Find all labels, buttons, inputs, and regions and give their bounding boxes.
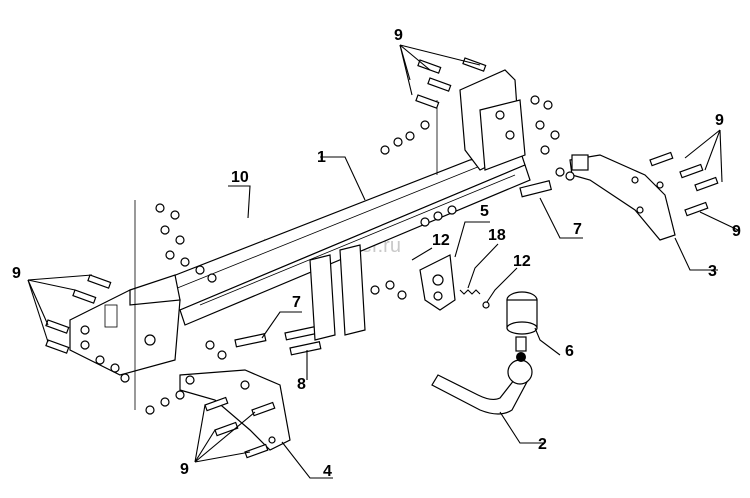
right-mounting-plate	[436, 69, 526, 175]
label-6: 6	[565, 343, 574, 360]
socket-bracket-part-5	[419, 254, 456, 311]
spring-part-18	[459, 289, 490, 309]
bolts-part-9	[45, 57, 719, 459]
label-2: 2	[538, 436, 547, 453]
lower-bracket-part-4	[179, 369, 291, 451]
label-9a: 9	[394, 27, 403, 44]
label-12b: 12	[513, 253, 531, 270]
crossbar-supports	[309, 244, 366, 341]
label-9d: 9	[12, 265, 21, 282]
label-1: 1	[317, 149, 326, 166]
label-18: 18	[488, 227, 506, 244]
crossbar-part-1	[149, 149, 531, 326]
label-9e: 9	[180, 461, 189, 478]
fasteners	[95, 95, 575, 415]
bolts-part-8	[234, 180, 553, 356]
label-7b: 7	[292, 294, 301, 311]
left-mounting-plate	[69, 200, 181, 410]
label-12a: 12	[432, 232, 450, 249]
tow-ball-part-2	[431, 336, 533, 415]
label-8: 8	[297, 376, 306, 393]
label-5: 5	[480, 203, 489, 220]
label-9c: 9	[732, 223, 741, 240]
ball-cap-part-6	[506, 291, 538, 335]
label-9b: 9	[715, 112, 724, 129]
label-10: 10	[231, 169, 249, 186]
leader-lines	[27, 44, 739, 479]
side-bracket-part-3	[569, 154, 676, 241]
label-4: 4	[323, 463, 332, 480]
label-3: 3	[708, 263, 717, 280]
label-7a: 7	[573, 221, 582, 238]
part-labels: 1 2 3 4 5 6 7 7 8 9 9 9 9 9 10 12 12 18	[12, 27, 741, 480]
